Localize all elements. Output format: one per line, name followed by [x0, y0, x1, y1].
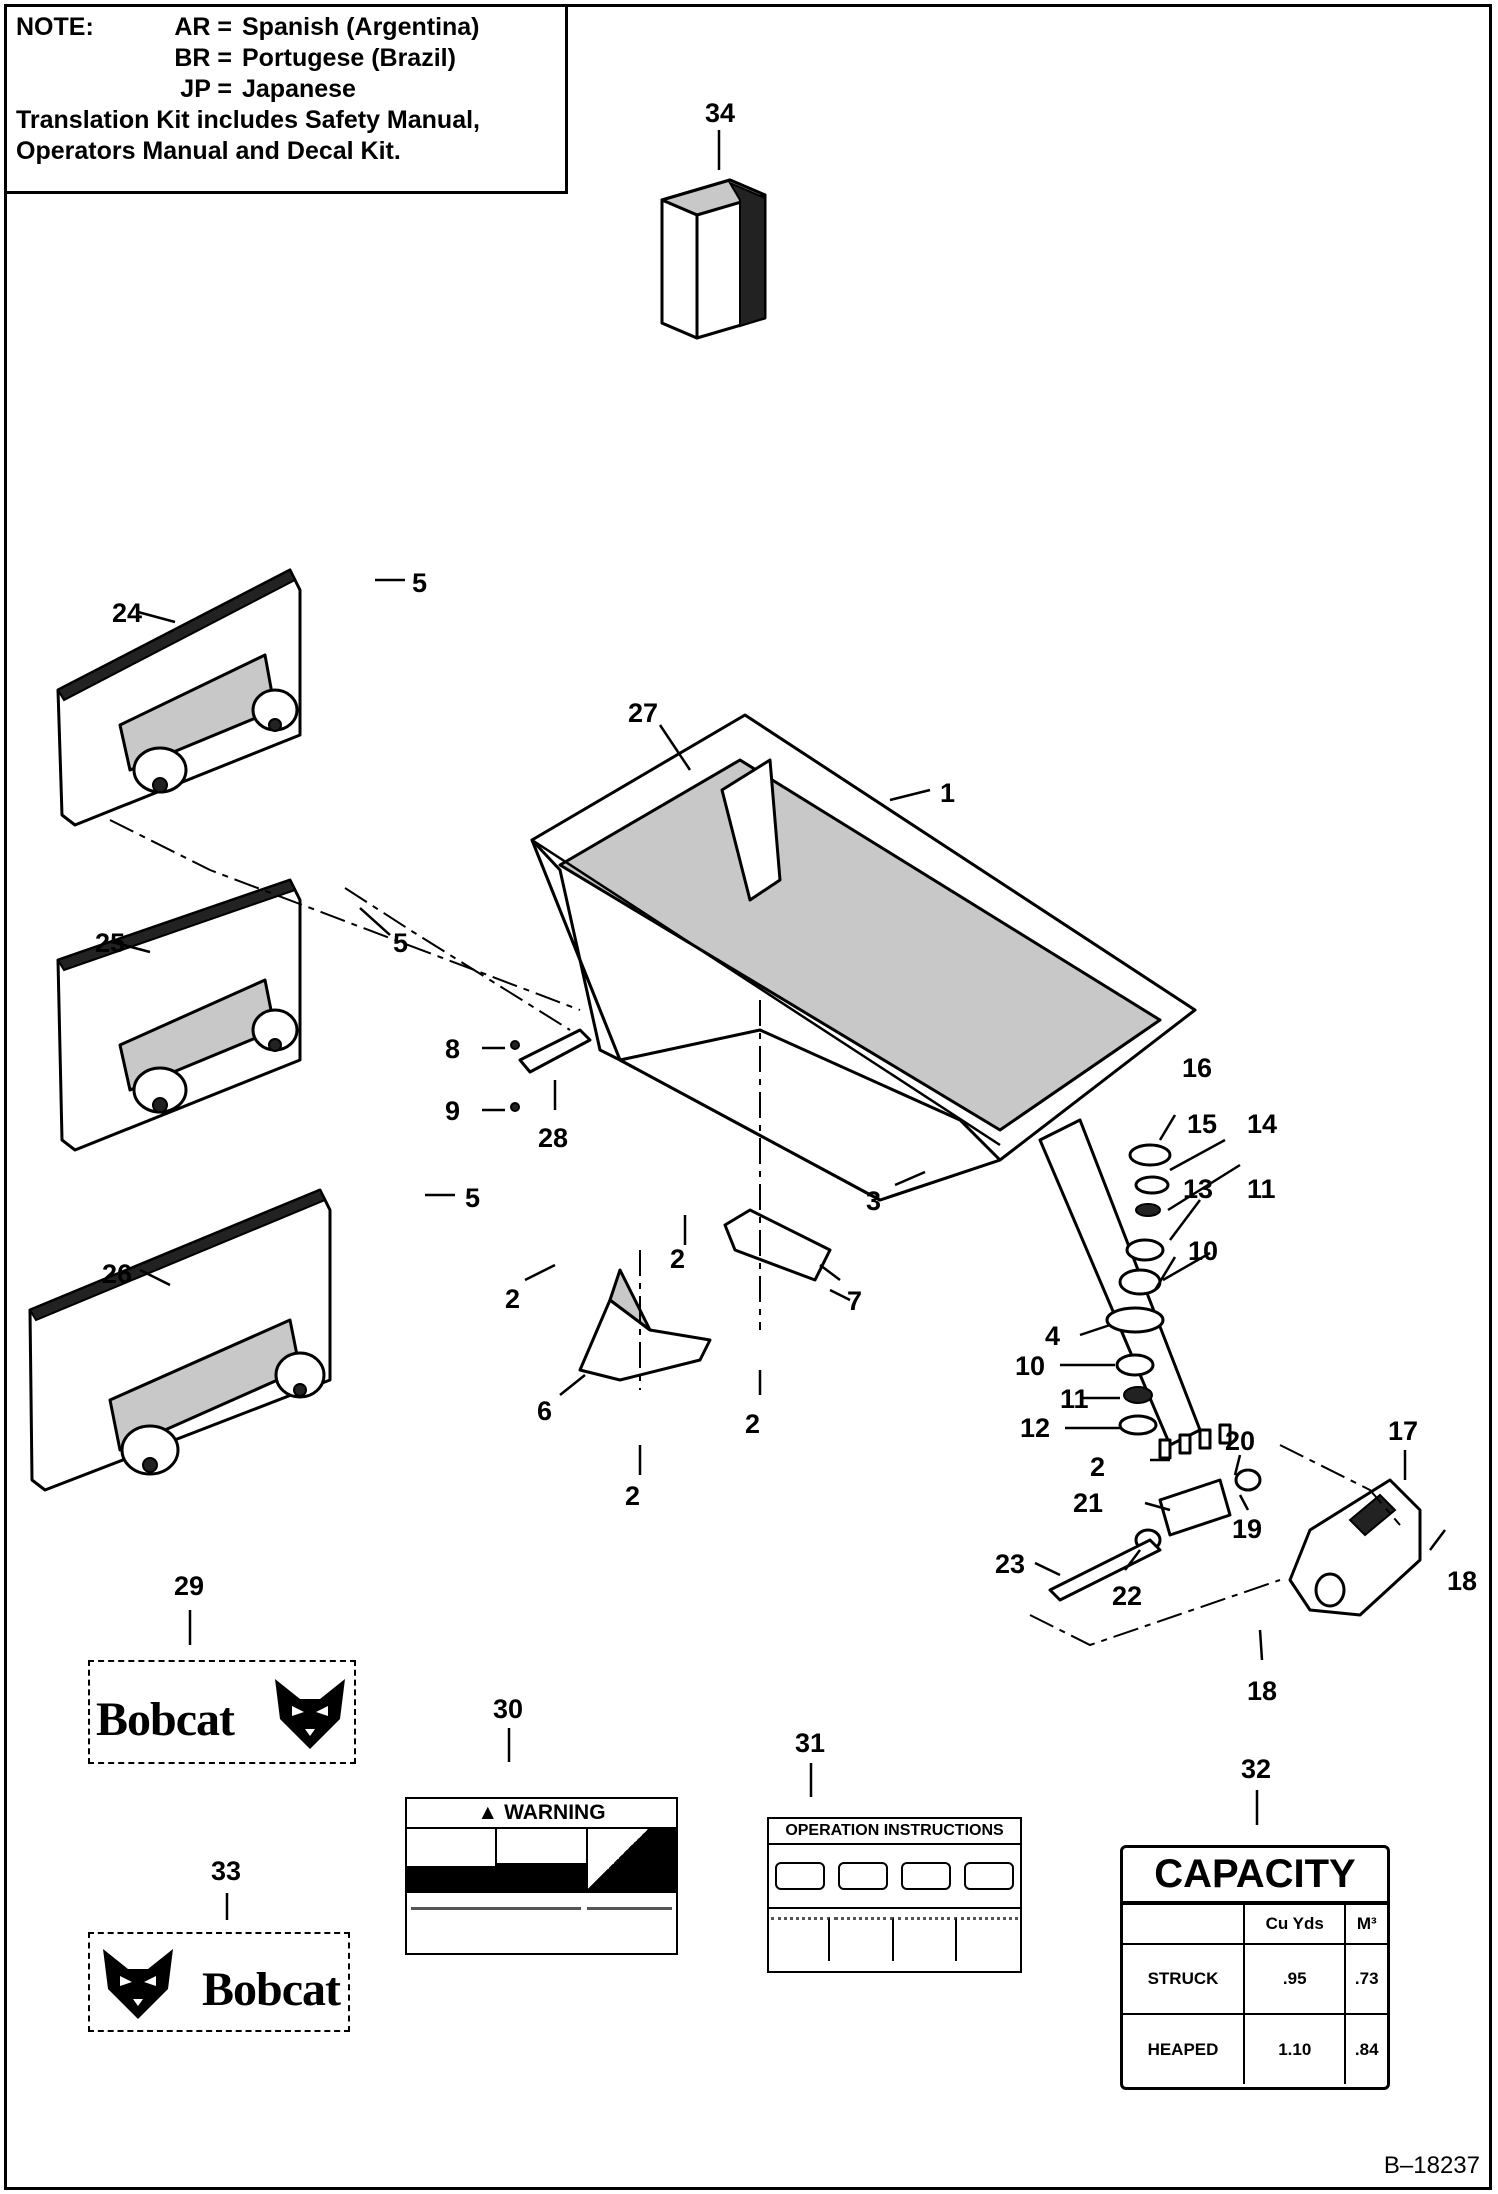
callout-3: 3	[866, 1186, 881, 1216]
mounting-frame-26-drawing	[28, 1188, 332, 1492]
bobcat-head-icon	[275, 1679, 345, 1749]
callout-29: 29	[174, 1571, 204, 1601]
callout-2-b: 2	[670, 1244, 685, 1274]
operation-pictograms	[769, 1845, 1020, 1909]
callout-31: 31	[795, 1728, 825, 1758]
callout-4: 4	[1045, 1321, 1060, 1351]
callout-26: 26	[102, 1259, 132, 1289]
bobcat-decal-33: Bobcat	[88, 1932, 350, 2032]
bobcat-wordmark: Bobcat	[202, 1963, 341, 2016]
callout-15: 15	[1187, 1109, 1217, 1139]
skid-plate-6-drawing	[578, 1268, 712, 1382]
capacity-header-cuyds: Cu Yds	[1242, 1903, 1347, 1945]
bobcat-head-icon	[103, 1949, 173, 2019]
callout-25: 25	[95, 928, 125, 958]
callout-30: 30	[493, 1694, 523, 1724]
callout-16: 16	[1182, 1053, 1212, 1083]
callout-2-d: 2	[625, 1481, 640, 1511]
alignment-lines	[109, 819, 761, 1390]
callout-10-b: 10	[1015, 1351, 1045, 1381]
callout-2-a: 2	[505, 1284, 520, 1314]
callout-23: 23	[995, 1549, 1025, 1579]
hopper-body-drawing	[530, 713, 1197, 1202]
note-row-ar: NOTE: AR = Spanish (Argentina)	[16, 13, 480, 41]
translation-note: NOTE: AR = Spanish (Argentina) BR = Port…	[4, 4, 568, 194]
note-row-br: BR = Portugese (Brazil)	[174, 44, 456, 72]
callout-18-a: 18	[1447, 1566, 1477, 1596]
operation-steps	[769, 1909, 1020, 1969]
callout-21: 21	[1073, 1488, 1103, 1518]
warning-fine-print	[407, 1893, 676, 1914]
callout-17: 17	[1388, 1416, 1418, 1446]
callout-20: 20	[1225, 1426, 1255, 1456]
skid-plate-7-drawing	[723, 1208, 832, 1282]
callout-5-c: 5	[465, 1183, 480, 1213]
capacity-decal-32: CAPACITY Cu Yds M³ STRUCK .95 .73 HEAPED…	[1120, 1845, 1390, 2090]
callout-numbers: 34 24 5 25 5 26 5 27 1 8 9 28 3 2 2 2 7 …	[95, 98, 1477, 1886]
callout-19: 19	[1232, 1514, 1262, 1544]
callout-5-b: 5	[393, 928, 408, 958]
callout-1: 1	[940, 778, 955, 808]
warning-title: WARNING	[504, 1801, 606, 1824]
callout-11-b: 11	[1060, 1384, 1089, 1414]
callout-18-b: 18	[1247, 1676, 1277, 1706]
capacity-table: Cu Yds M³ STRUCK .95 .73 HEAPED 1.10 .84	[1123, 1903, 1387, 2084]
page-frame	[4, 4, 1492, 2190]
manual-kit-drawing	[660, 130, 767, 340]
drawing-reference-number: B–18237	[1383, 2152, 1480, 2179]
leader-lines	[111, 578, 1446, 1920]
callout-12: 12	[1020, 1413, 1050, 1443]
callout-27: 27	[628, 698, 658, 728]
note-kit-line-1: Translation Kit includes Safety Manual,	[16, 106, 480, 134]
callout-2-c: 2	[745, 1409, 760, 1439]
callout-2-e: 2	[1090, 1452, 1105, 1482]
warning-pictograms	[407, 1829, 676, 1893]
mounting-frame-25-drawing	[56, 878, 302, 1152]
note-lang-br: Portugese (Brazil)	[242, 44, 456, 72]
callout-22: 22	[1112, 1581, 1142, 1611]
callout-10-a: 10	[1188, 1236, 1218, 1266]
note-lang-jp: Japanese	[242, 75, 356, 103]
capacity-header-m3: M³	[1344, 1903, 1387, 1945]
bobcat-wordmark: Bobcat	[96, 1693, 235, 1746]
callout-34: 34	[705, 98, 735, 128]
callout-9: 9	[445, 1096, 460, 1126]
operation-instructions-title: OPERATION INSTRUCTIONS	[769, 1819, 1020, 1845]
callout-6: 6	[537, 1396, 552, 1426]
capacity-title: CAPACITY	[1123, 1848, 1387, 1903]
callout-7: 7	[847, 1286, 862, 1316]
mounting-frame-24-drawing	[56, 568, 302, 827]
capacity-row-heaped: HEAPED 1.10 .84	[1123, 2013, 1387, 2084]
note-lang-ar: Spanish (Argentina)	[242, 13, 480, 41]
callout-5-a: 5	[412, 568, 427, 598]
bobcat-decal-29: Bobcat	[88, 1660, 356, 1764]
callout-14: 14	[1247, 1109, 1277, 1139]
callout-13: 13	[1183, 1174, 1213, 1204]
callout-11-a: 11	[1247, 1174, 1276, 1204]
warning-triangle-icon: ▲	[477, 1801, 499, 1824]
callout-33: 33	[211, 1856, 241, 1886]
capacity-header-row: Cu Yds M³	[1123, 1903, 1387, 1945]
note-label: NOTE:	[16, 13, 94, 41]
warning-decal-30: ▲ WARNING	[405, 1797, 678, 1955]
callout-24: 24	[112, 598, 142, 628]
note-row-jp: JP = Japanese	[180, 75, 356, 103]
capacity-row-struck: STRUCK .95 .73	[1123, 1943, 1387, 2015]
pin-28-drawing	[510, 1028, 592, 1112]
operation-instructions-decal-31: OPERATION INSTRUCTIONS	[767, 1817, 1022, 1973]
caster-assembly-drawing	[1029, 1118, 1422, 1647]
note-kit-line-2: Operators Manual and Decal Kit.	[16, 137, 401, 165]
callout-8: 8	[445, 1034, 460, 1064]
callout-32: 32	[1241, 1754, 1271, 1784]
callout-28: 28	[538, 1123, 568, 1153]
